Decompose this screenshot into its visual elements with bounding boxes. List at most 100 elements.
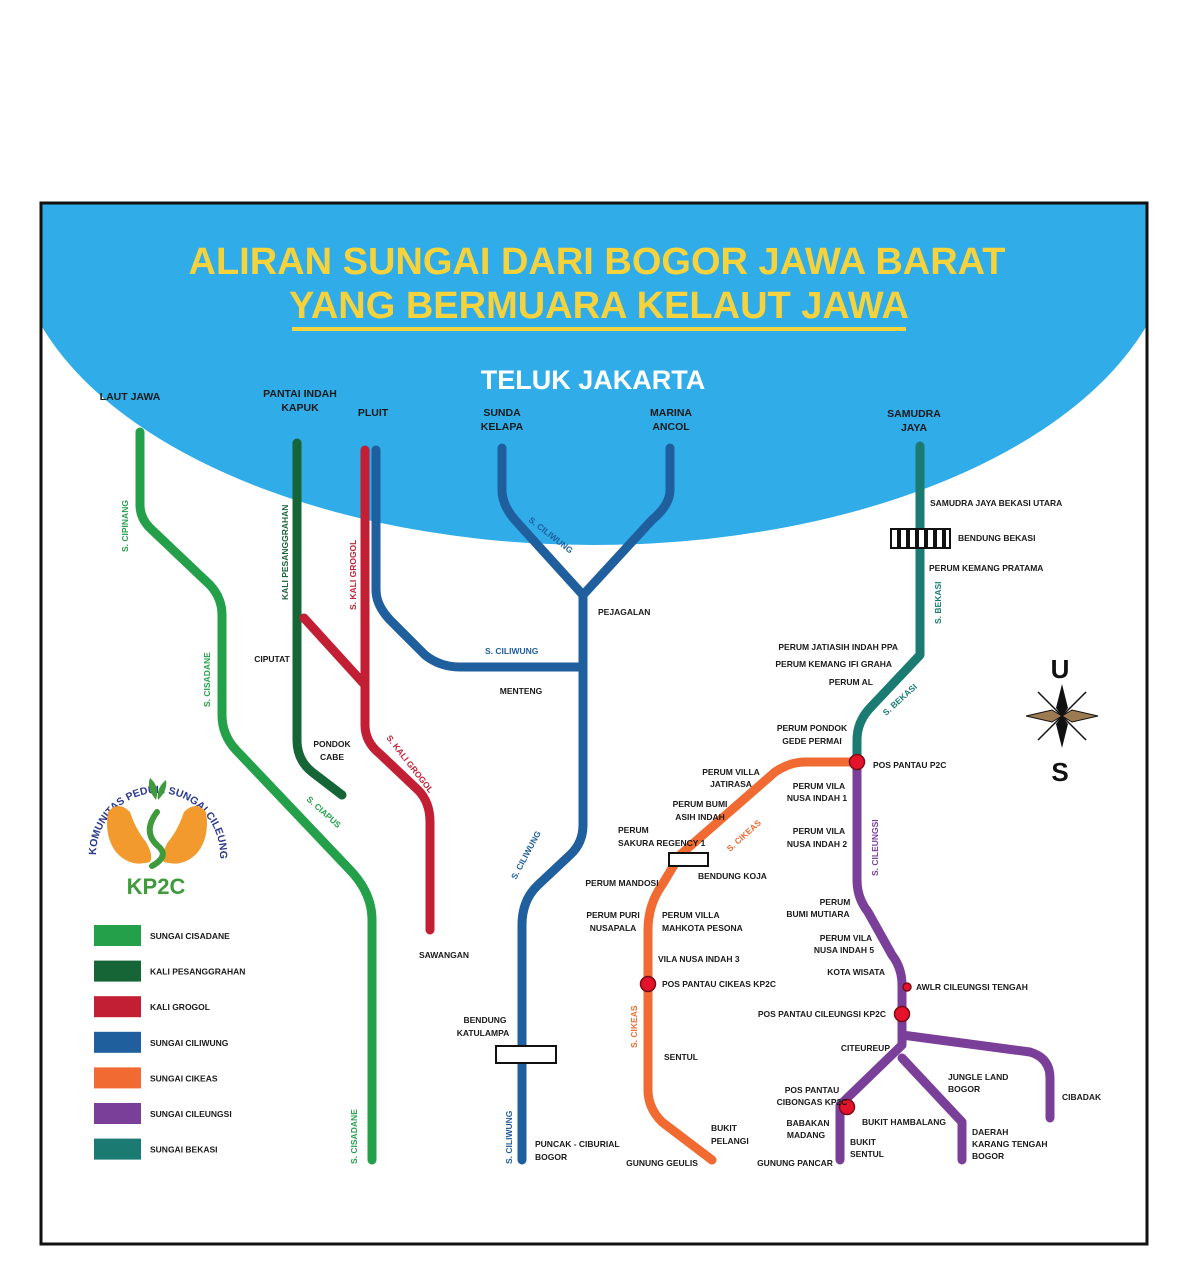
label-perum-vila-nusa-5-2: NUSA INDAH 5 bbox=[814, 945, 874, 955]
river-grogol-branch bbox=[299, 613, 370, 690]
legend-swatch bbox=[94, 960, 141, 982]
label-bendung-katulampa-1: BENDUNG bbox=[464, 1015, 507, 1025]
label-perum-bumi-mutiara-1: PERUM bbox=[820, 897, 851, 907]
label-daerah-karang-2: KARANG TENGAH bbox=[972, 1139, 1048, 1149]
label-pos-pantau-cikeas: POS PANTAU CIKEAS KP2C bbox=[662, 979, 776, 989]
river-label-cileungsi: S. CILEUNGSI bbox=[870, 819, 880, 876]
label-pantai-indah-2: KAPUK bbox=[281, 402, 319, 414]
label-pluit: PLUIT bbox=[358, 407, 389, 419]
label-perum-vila-nusa-5-1: PERUM VILA bbox=[820, 933, 872, 943]
label-laut-jawa: LAUT JAWA bbox=[100, 391, 161, 403]
label-perum-vila-nusa-2-1: PERUM VILA bbox=[793, 826, 845, 836]
left-hand-icon bbox=[107, 806, 152, 864]
label-perum-villa-jatirasa-2: JATIRASA bbox=[710, 779, 752, 789]
label-kota-wisata: KOTA WISATA bbox=[827, 967, 885, 977]
label-marina-ancol-1: MARINA bbox=[650, 407, 692, 419]
label-perum-puri-2: NUSAPALA bbox=[590, 923, 637, 933]
leaf-icon bbox=[148, 778, 167, 800]
legend-label: KALI PESANGGRAHAN bbox=[150, 967, 245, 977]
compass-north: U bbox=[1051, 654, 1070, 684]
label-perum-villa-jatirasa-1: PERUM VILLA bbox=[702, 767, 760, 777]
title-line-1: ALIRAN SUNGAI DARI BOGOR JAWA BARAT bbox=[189, 241, 1006, 283]
label-perum-vila-nusa-2-2: NUSA INDAH 2 bbox=[787, 839, 847, 849]
legend-swatch bbox=[94, 1067, 141, 1089]
label-perum-puri-1: PERUM PURI bbox=[586, 910, 639, 920]
label-perum-al: PERUM AL bbox=[829, 677, 873, 687]
legend-swatch bbox=[94, 925, 141, 946]
river-label-ciliwung-south: S. CILIWUNG bbox=[504, 1110, 514, 1164]
legend-label: KALI GROGOL bbox=[150, 1002, 210, 1012]
river-label-cipinang: S. CIPINANG bbox=[120, 500, 130, 552]
legend-swatch bbox=[94, 1103, 141, 1124]
river-pesanggrahan bbox=[292, 438, 347, 800]
label-babakan-madang-2: MADANG bbox=[787, 1130, 826, 1140]
label-perum-bumi-asih-2: ASIH INDAH bbox=[675, 812, 725, 822]
legend-label: SUNGAI BEKASI bbox=[150, 1145, 218, 1155]
river-cileungsi-east bbox=[897, 1030, 1055, 1123]
legend-swatch bbox=[94, 996, 141, 1018]
label-pos-pantau-cileungsi: POS PANTAU CILEUNGSI KP2C bbox=[758, 1009, 886, 1019]
river-label-bekasi-upper: S. BEKASI bbox=[933, 581, 943, 624]
label-babakan-madang-1: BABAKAN bbox=[787, 1118, 830, 1128]
label-pejagalan: PEJAGALAN bbox=[598, 607, 650, 617]
label-citeureup: CITEUREUP bbox=[841, 1043, 890, 1053]
label-cibadak: CIBADAK bbox=[1062, 1092, 1102, 1102]
label-daerah-karang-1: DAERAH bbox=[972, 1127, 1008, 1137]
logo-acronym: KP2C bbox=[127, 874, 186, 899]
label-perum-mandosi: PERUM MANDOSI bbox=[585, 878, 658, 888]
river-ciliwung-west bbox=[371, 445, 588, 672]
label-bendung-koja: BENDUNG KOJA bbox=[698, 871, 767, 881]
label-perum-jatiasih: PERUM JATIASIH INDAH PPA bbox=[778, 642, 898, 652]
bendung-bekasi-marker bbox=[890, 528, 951, 549]
river-label-grogol-upper: S. KALI GROGOL bbox=[348, 540, 358, 610]
river-label-cisadane-upper: S. CISADANE bbox=[202, 652, 212, 707]
label-menteng: MENTENG bbox=[500, 686, 543, 696]
label-awlr: AWLR CILEUNGSI TENGAH bbox=[916, 982, 1028, 992]
compass-south: S bbox=[1051, 757, 1068, 787]
legend-label: SUNGAI CILIWUNG bbox=[150, 1038, 229, 1048]
river-ciliwung-trunk bbox=[517, 590, 588, 1165]
label-gunung-pancar: GUNUNG PANCAR bbox=[757, 1158, 833, 1168]
label-perum-vila-nusa-1-2: NUSA INDAH 1 bbox=[787, 793, 847, 803]
logo-river-icon bbox=[146, 809, 166, 869]
legend-label: SUNGAI CISADANE bbox=[150, 931, 230, 941]
river-cileungsi-south bbox=[897, 1053, 967, 1165]
label-sawangan: SAWANGAN bbox=[419, 950, 469, 960]
label-bukit-pelangi-1: BUKIT bbox=[711, 1123, 738, 1133]
label-perum-villa-mahkota-1: PERUM VILLA bbox=[662, 910, 720, 920]
title-underline bbox=[292, 327, 906, 331]
label-perum-kemang-pratama: PERUM KEMANG PRATAMA bbox=[929, 563, 1043, 573]
label-bukit-hambalang: BUKIT HAMBALANG bbox=[862, 1117, 946, 1127]
label-pos-pantau-cibongas-2: CIBONGAS KP2C bbox=[777, 1097, 848, 1107]
label-perum-pondok-gede-2: GEDE PERMAI bbox=[782, 736, 842, 746]
river-label-cikeas-south: S. CIKEAS bbox=[629, 1005, 639, 1048]
pos-pantau-cikeas-marker bbox=[639, 975, 657, 993]
label-perum-kemang-ifi: PERUM KEMANG IFI GRAHA bbox=[775, 659, 892, 669]
river-label-cisadane-lower: S. CISADANE bbox=[349, 1109, 359, 1164]
label-ciputat: CIPUTAT bbox=[254, 654, 290, 664]
label-marina-ancol-2: ANCOL bbox=[652, 421, 690, 433]
label-perum-sakura-2: SAKURA REGENCY 1 bbox=[618, 838, 706, 848]
compass-rose-icon bbox=[1056, 684, 1068, 716]
river-cileungsi bbox=[835, 757, 907, 1165]
river-grogol bbox=[360, 445, 435, 935]
label-pos-pantau-p2c: POS PANTAU P2C bbox=[873, 760, 946, 770]
river-label-pesanggrahan: KALI PESANGGRAHAN bbox=[280, 505, 290, 600]
label-perum-pondok-gede-1: PERUM PONDOK bbox=[777, 723, 848, 733]
label-pondok-cabe-2: CABE bbox=[320, 752, 344, 762]
label-bendung-bekasi: BENDUNG BEKASI bbox=[958, 533, 1035, 543]
label-samudra-jaya-2: JAYA bbox=[901, 422, 927, 434]
compass: U S bbox=[1025, 654, 1099, 787]
river-label-ciliwung-west: S. CILIWUNG bbox=[485, 646, 539, 656]
legend-swatch bbox=[94, 1138, 141, 1160]
pos-pantau-cileungsi-marker bbox=[893, 1005, 911, 1023]
label-jungle-land-2: BOGOR bbox=[948, 1084, 980, 1094]
label-sentul: SENTUL bbox=[664, 1052, 698, 1062]
sea-label: TELUK JAKARTA bbox=[481, 365, 706, 395]
label-perum-sakura-1: PERUM bbox=[618, 825, 649, 835]
title-line-2: YANG BERMUARA KELAUT JAWA bbox=[289, 285, 909, 327]
label-pos-pantau-cibongas-1: POS PANTAU bbox=[785, 1085, 839, 1095]
label-jungle-land-1: JUNGLE LAND bbox=[948, 1072, 1008, 1082]
label-perum-vila-nusa-1-1: PERUM VILA bbox=[793, 781, 845, 791]
legend-swatch bbox=[94, 1031, 141, 1053]
